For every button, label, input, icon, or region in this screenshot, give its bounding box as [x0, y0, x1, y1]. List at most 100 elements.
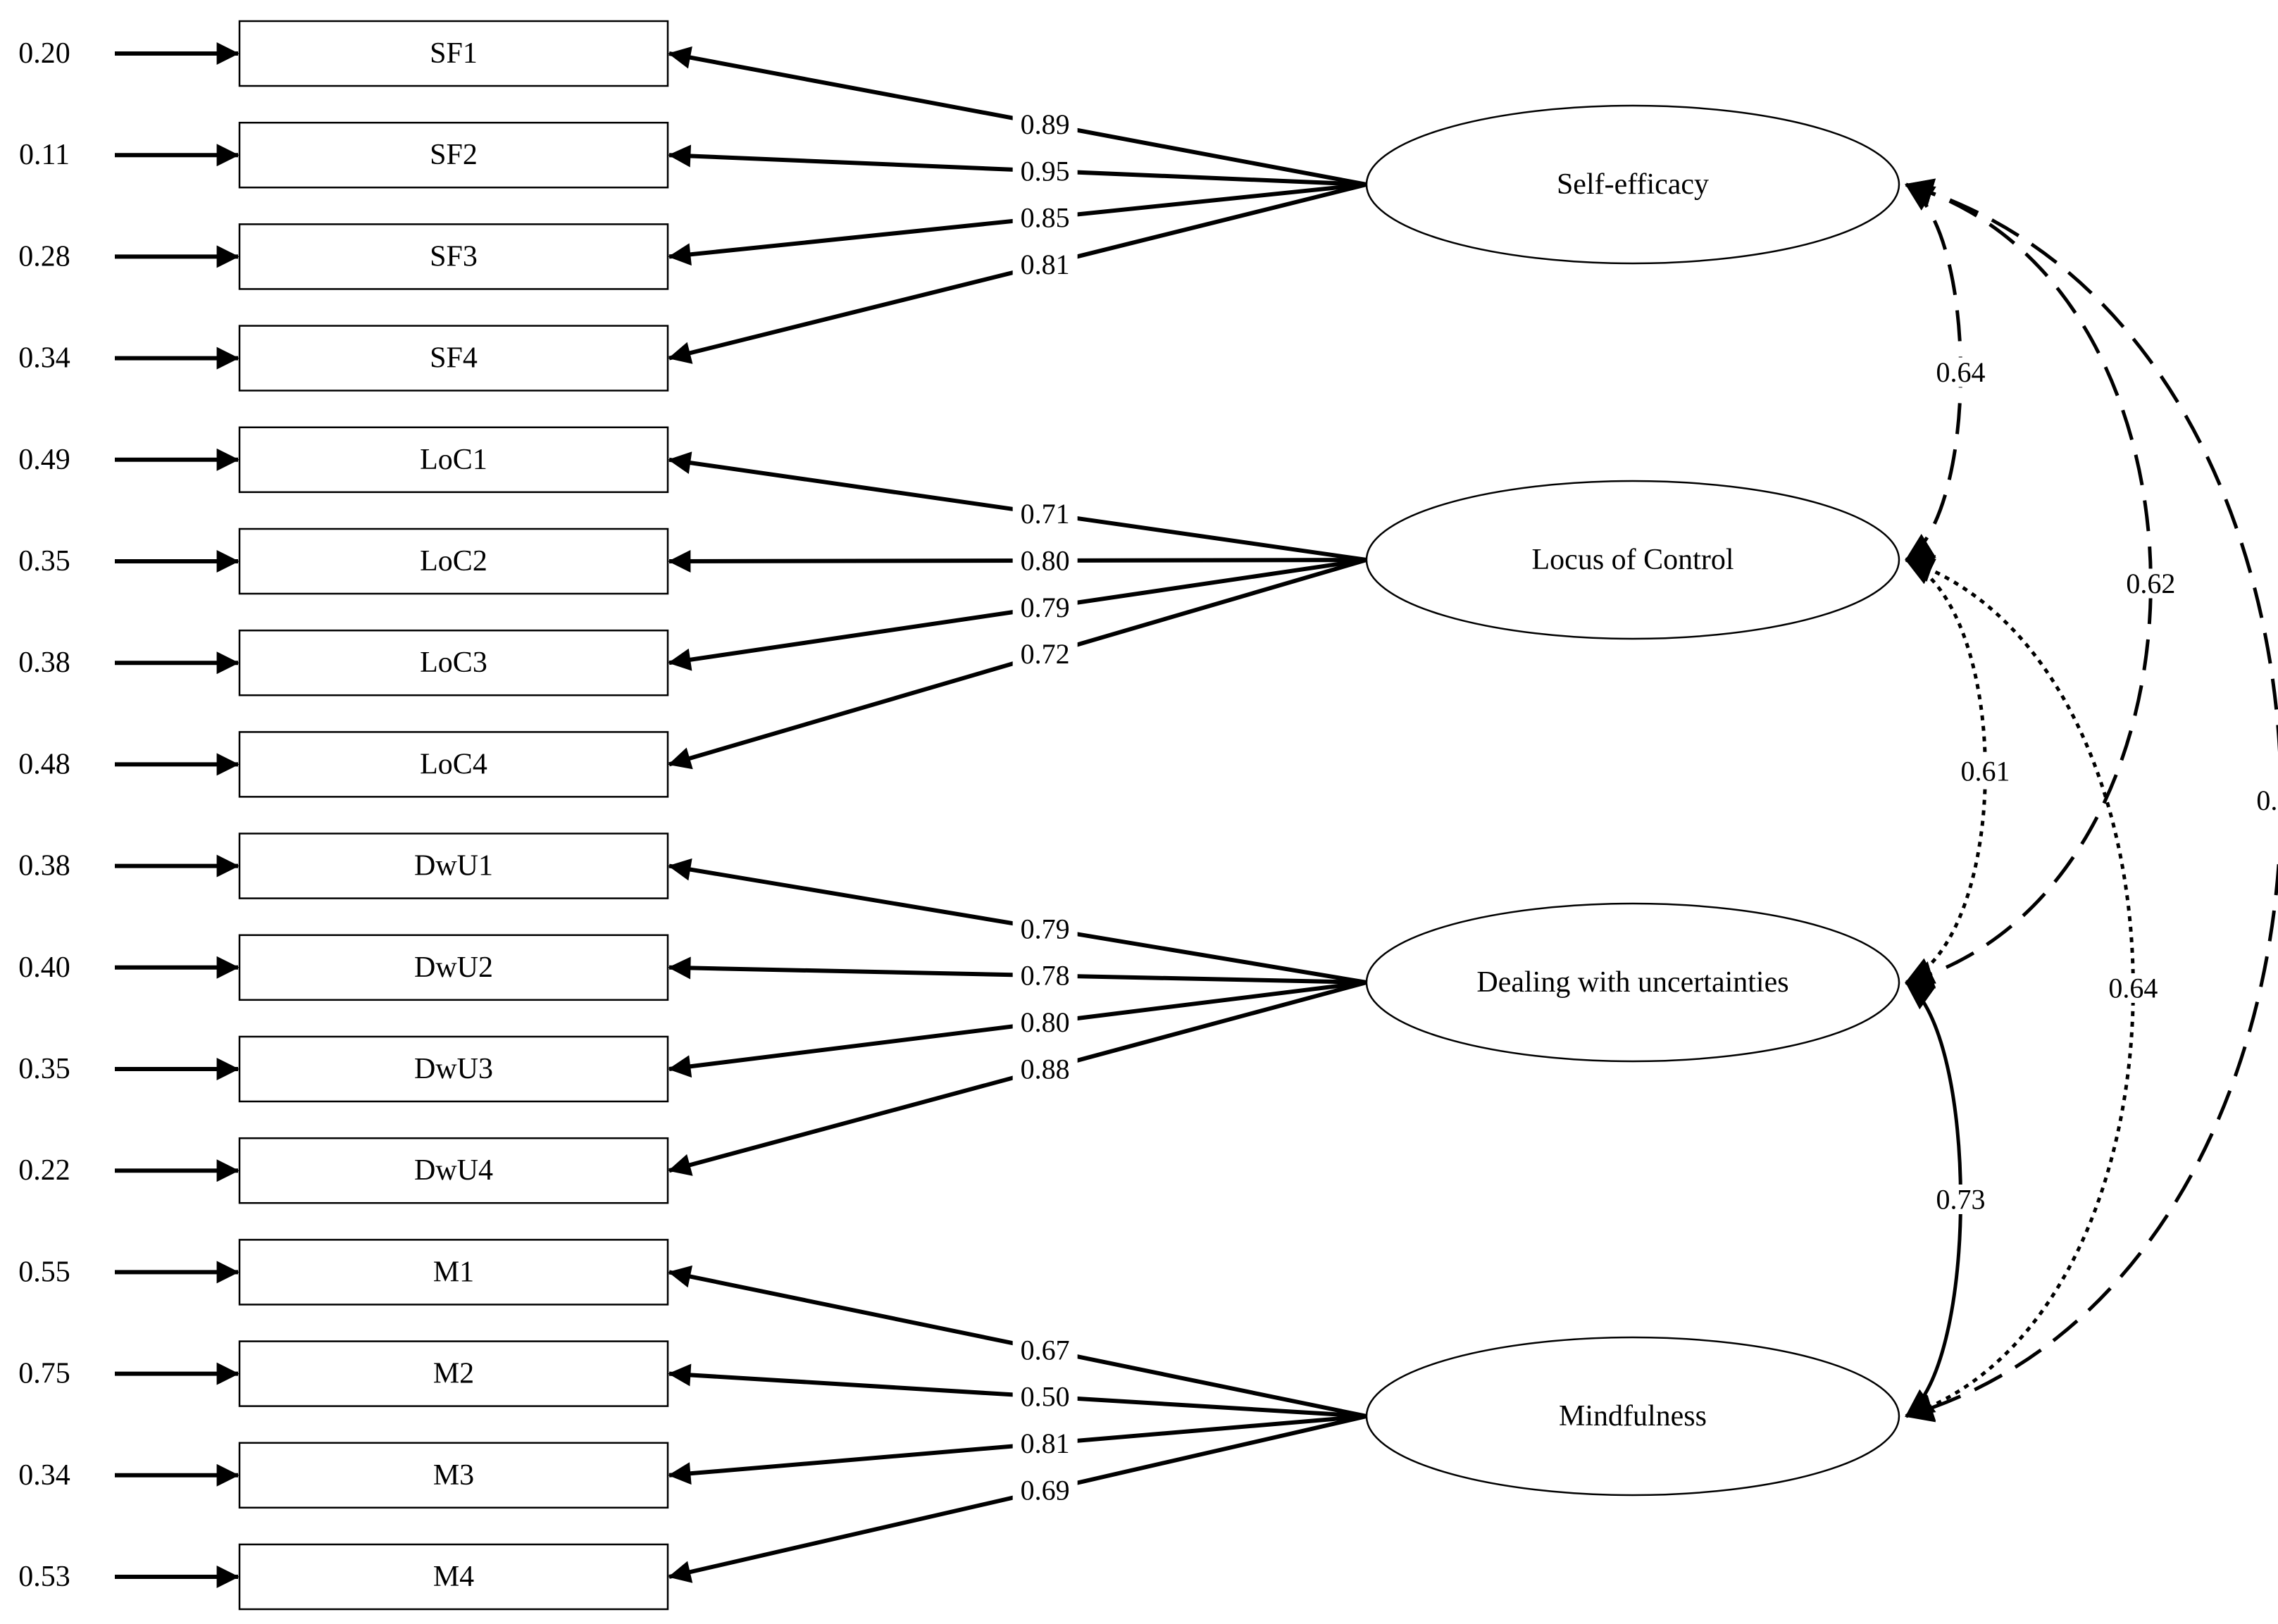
indicator-label-m4: M4	[433, 1561, 474, 1593]
label-background	[1012, 640, 1078, 668]
indicator-label-dwu2: DwU2	[414, 951, 493, 984]
label-background	[1012, 157, 1078, 185]
label-background	[1012, 546, 1078, 574]
indicator-box-loc4	[238, 731, 669, 798]
factor-label-self-efficacy: Self-efficacy	[1557, 168, 1709, 201]
error-variance-sf4: 0.34	[18, 342, 70, 375]
label-background	[2248, 785, 2278, 816]
indicator-box-m2	[238, 1340, 669, 1407]
indicator-label-dwu3: DwU3	[414, 1053, 493, 1085]
indicator-box-m4	[238, 1543, 669, 1611]
error-variance-dwu1: 0.38	[18, 850, 70, 882]
error-variance-sf1: 0.20	[18, 37, 70, 70]
loading-value-dwu1: 0.79	[1021, 913, 1070, 944]
label-background	[1012, 1008, 1078, 1036]
label-background	[1012, 204, 1078, 232]
factor-label-dealing-with-uncertainties: Dealing with uncertainties	[1476, 966, 1788, 999]
factor-label-locus-of-control: Locus of Control	[1532, 544, 1734, 576]
indicator-label-m1: M1	[433, 1256, 474, 1288]
covariance-value-6: 0.73	[1936, 1184, 1985, 1216]
label-background	[1012, 962, 1078, 989]
label-background	[1012, 1383, 1078, 1411]
indicator-box-sf1	[238, 20, 669, 87]
error-variance-sf3: 0.28	[18, 240, 70, 273]
indicator-box-dwu4	[238, 1137, 669, 1204]
indicator-label-sf3: SF3	[430, 240, 478, 273]
indicator-box-sf2	[238, 121, 669, 189]
factor-ellipse-locus-of-control	[1365, 480, 1900, 640]
indicator-label-sf2: SF2	[430, 139, 478, 171]
error-variance-m3: 0.34	[18, 1459, 70, 1492]
label-background	[1012, 111, 1078, 138]
error-variance-m1: 0.55	[18, 1256, 70, 1288]
error-variance-dwu4: 0.22	[18, 1154, 70, 1187]
indicator-box-dwu1	[238, 832, 669, 899]
indicator-label-m2: M2	[433, 1358, 474, 1390]
covariance-path-5	[1905, 555, 2135, 1421]
covariance-value-1: 0.64	[1936, 356, 1985, 388]
label-background	[1012, 1336, 1078, 1363]
label-background	[1953, 756, 2018, 786]
label-background	[1012, 594, 1078, 621]
label-background	[1012, 1476, 1078, 1504]
loading-value-loc2: 0.80	[1021, 544, 1070, 576]
loading-value-loc4: 0.72	[1021, 638, 1070, 670]
indicator-box-m1	[238, 1239, 669, 1306]
indicator-label-dwu1: DwU1	[414, 850, 493, 882]
error-variance-loc3: 0.38	[18, 647, 70, 679]
label-background	[1012, 251, 1078, 278]
indicator-label-sf1: SF1	[430, 37, 478, 70]
indicator-box-loc2	[238, 527, 669, 595]
label-background	[2118, 568, 2184, 599]
indicator-label-loc1: LoC1	[420, 444, 487, 476]
error-variance-dwu2: 0.40	[18, 951, 70, 984]
indicator-label-loc4: LoC4	[420, 748, 487, 780]
label-background	[1928, 1185, 1993, 1214]
indicator-label-loc2: LoC2	[420, 545, 487, 577]
loading-value-m2: 0.50	[1021, 1381, 1070, 1413]
covariance-path-2	[1905, 178, 2153, 989]
label-background	[1012, 500, 1078, 527]
error-variance-m2: 0.75	[18, 1358, 70, 1390]
loading-value-m4: 0.69	[1021, 1474, 1070, 1506]
loading-value-loc3: 0.79	[1021, 592, 1070, 623]
loading-value-sf1: 0.89	[1021, 108, 1070, 140]
covariance-value-5: 0.64	[2108, 973, 2158, 1004]
error-variance-loc4: 0.48	[18, 748, 70, 780]
loading-value-m3: 0.81	[1021, 1428, 1070, 1459]
indicator-label-sf4: SF4	[430, 342, 478, 375]
indicator-box-loc3	[238, 629, 669, 697]
covariance-value-2: 0.62	[2126, 568, 2175, 599]
indicator-box-sf4	[238, 325, 669, 392]
label-background	[1012, 915, 1078, 942]
label-background	[1928, 357, 1993, 387]
error-layer	[115, 42, 239, 1588]
covariance-value-4: 0.61	[1960, 756, 2010, 787]
indicator-box-dwu3	[238, 1035, 669, 1103]
covariance-value-3: 0.61	[2256, 785, 2278, 816]
error-variance-m4: 0.53	[18, 1561, 70, 1593]
covariance-path-3	[1905, 178, 2278, 1423]
loading-value-sf3: 0.85	[1021, 202, 1070, 234]
indicator-label-dwu4: DwU4	[414, 1154, 493, 1187]
indicator-box-loc1	[238, 426, 669, 494]
error-variance-loc1: 0.49	[18, 444, 70, 476]
indicator-layer: SF1SF2SF3SF4LoC1LoC2LoC3LoC4DwU1DwU2DwU3…	[238, 20, 669, 1611]
factor-label-mindfulness: Mindfulness	[1559, 1400, 1707, 1432]
label-background	[2100, 973, 2166, 1003]
indicator-box-dwu2	[238, 934, 669, 1001]
error-variance-dwu3: 0.35	[18, 1053, 70, 1085]
loading-value-sf4: 0.81	[1021, 249, 1070, 280]
indicator-box-m3	[238, 1442, 669, 1509]
error-variance-sf2: 0.11	[19, 139, 70, 171]
label-background	[1012, 1055, 1078, 1082]
loading-value-dwu4: 0.88	[1021, 1053, 1070, 1085]
loading-value-loc1: 0.71	[1021, 498, 1070, 530]
indicator-label-m3: M3	[433, 1459, 474, 1492]
loading-value-dwu2: 0.78	[1021, 960, 1070, 992]
loading-value-dwu3: 0.80	[1021, 1006, 1070, 1038]
loading-value-m1: 0.67	[1021, 1334, 1070, 1366]
